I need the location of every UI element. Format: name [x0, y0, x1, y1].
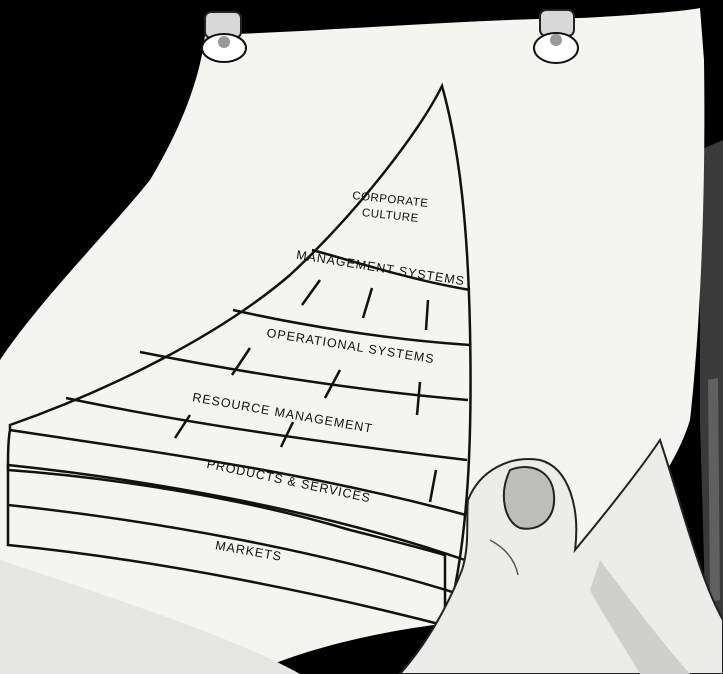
tier-divider-1 — [311, 248, 471, 292]
pyramid-outline — [6, 82, 472, 631]
thumb-crease — [489, 539, 519, 576]
hand — [398, 437, 723, 674]
label-corporate-line2: CULTURE — [361, 207, 419, 225]
tier-divider-5 — [9, 428, 467, 517]
tier-divider-3 — [139, 350, 469, 402]
tier-divider-2 — [232, 308, 471, 347]
adjacent-page-texture — [708, 378, 720, 602]
pyramid-base-line — [7, 503, 463, 597]
tier-divider-4 — [65, 396, 468, 462]
binder-clip-left — [201, 11, 247, 63]
hand-shadow — [590, 560, 690, 674]
binder-clip-right — [533, 9, 579, 64]
paper-shading — [0, 560, 300, 674]
thumbnail — [502, 466, 556, 530]
tier-tick-marks — [173, 279, 438, 503]
